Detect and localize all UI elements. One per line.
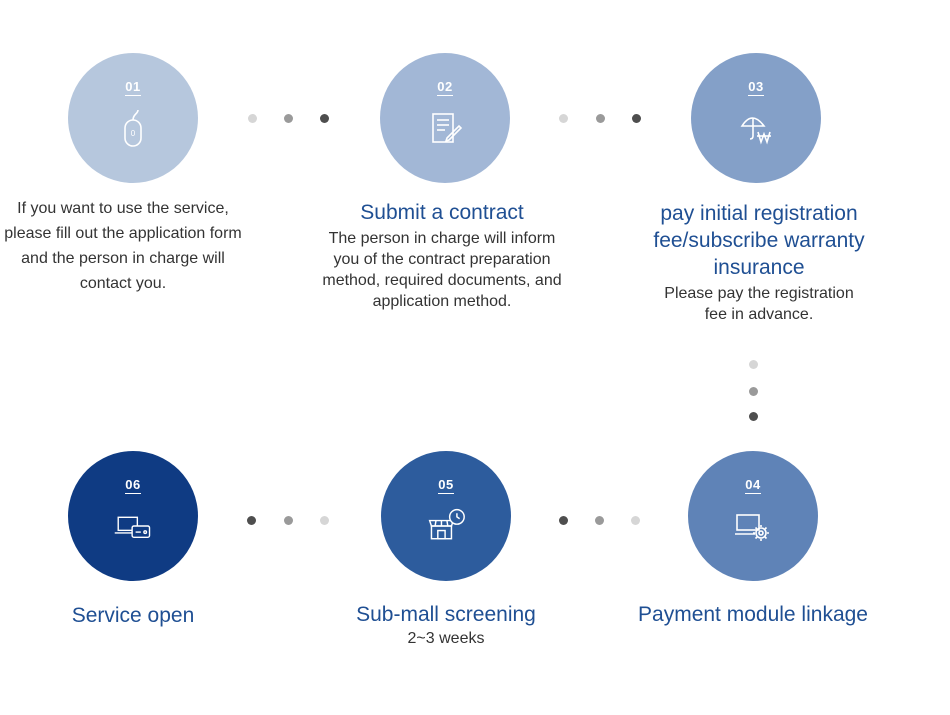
laptop-card-icon	[113, 506, 153, 546]
connector-dot	[559, 114, 568, 123]
step-05-circle: 05	[381, 451, 511, 581]
step-04-title: Payment module linkage	[638, 603, 868, 626]
connector-dot	[749, 387, 758, 396]
connector-dot	[595, 516, 604, 525]
connector-dot	[320, 516, 329, 525]
monitor-gear-icon	[733, 506, 773, 546]
step-06-text: Service open	[33, 602, 233, 629]
step-02-title: Submit a contract	[360, 201, 524, 224]
store-clock-icon	[426, 506, 466, 546]
step-02-number: 02	[437, 79, 453, 96]
connector-dot	[247, 516, 256, 525]
step-01-text: If you want to use the service, please f…	[0, 196, 246, 296]
connector-dot	[632, 114, 641, 123]
step-02-text: Submit a contract The person in charge w…	[322, 199, 562, 312]
connector-dot	[284, 114, 293, 123]
step-01-circle: 01 0	[68, 53, 198, 183]
step-05-description: 2~3 weeks	[407, 630, 485, 647]
contract-icon	[425, 108, 465, 148]
step-02-circle: 02	[380, 53, 510, 183]
connector-dot	[320, 114, 329, 123]
step-06-circle: 06	[68, 451, 198, 581]
step-03-number: 03	[748, 79, 764, 96]
step-04-circle: 04	[688, 451, 818, 581]
connector-dot	[559, 516, 568, 525]
connector-dot	[248, 114, 257, 123]
step-03-description: Please pay the registration fee in advan…	[664, 285, 854, 323]
connector-dot	[749, 360, 758, 369]
step-03-title: pay initial registration fee/subscribe w…	[653, 202, 865, 279]
step-04-number: 04	[745, 477, 761, 494]
step-01-description: If you want to use the service, please f…	[4, 200, 242, 292]
step-05-number: 05	[438, 477, 454, 494]
step-03-circle: 03	[691, 53, 821, 183]
umbrella-won-icon	[736, 108, 776, 148]
step-01-number: 01	[125, 79, 141, 96]
step-06-number: 06	[125, 477, 141, 494]
mouse-icon: 0	[113, 108, 153, 148]
step-04-text: Payment module linkage	[612, 601, 894, 628]
step-02-description: The person in charge will inform you of …	[322, 230, 562, 310]
connector-dot	[596, 114, 605, 123]
step-05-title: Sub-mall screening	[356, 603, 536, 626]
connector-dot	[749, 412, 758, 421]
connector-dot	[631, 516, 640, 525]
connector-dot	[284, 516, 293, 525]
step-05-text: Sub-mall screening 2~3 weeks	[326, 601, 566, 649]
step-03-text: pay initial registration fee/subscribe w…	[631, 200, 887, 325]
step-06-title: Service open	[71, 604, 195, 627]
svg-text:0: 0	[131, 129, 136, 138]
